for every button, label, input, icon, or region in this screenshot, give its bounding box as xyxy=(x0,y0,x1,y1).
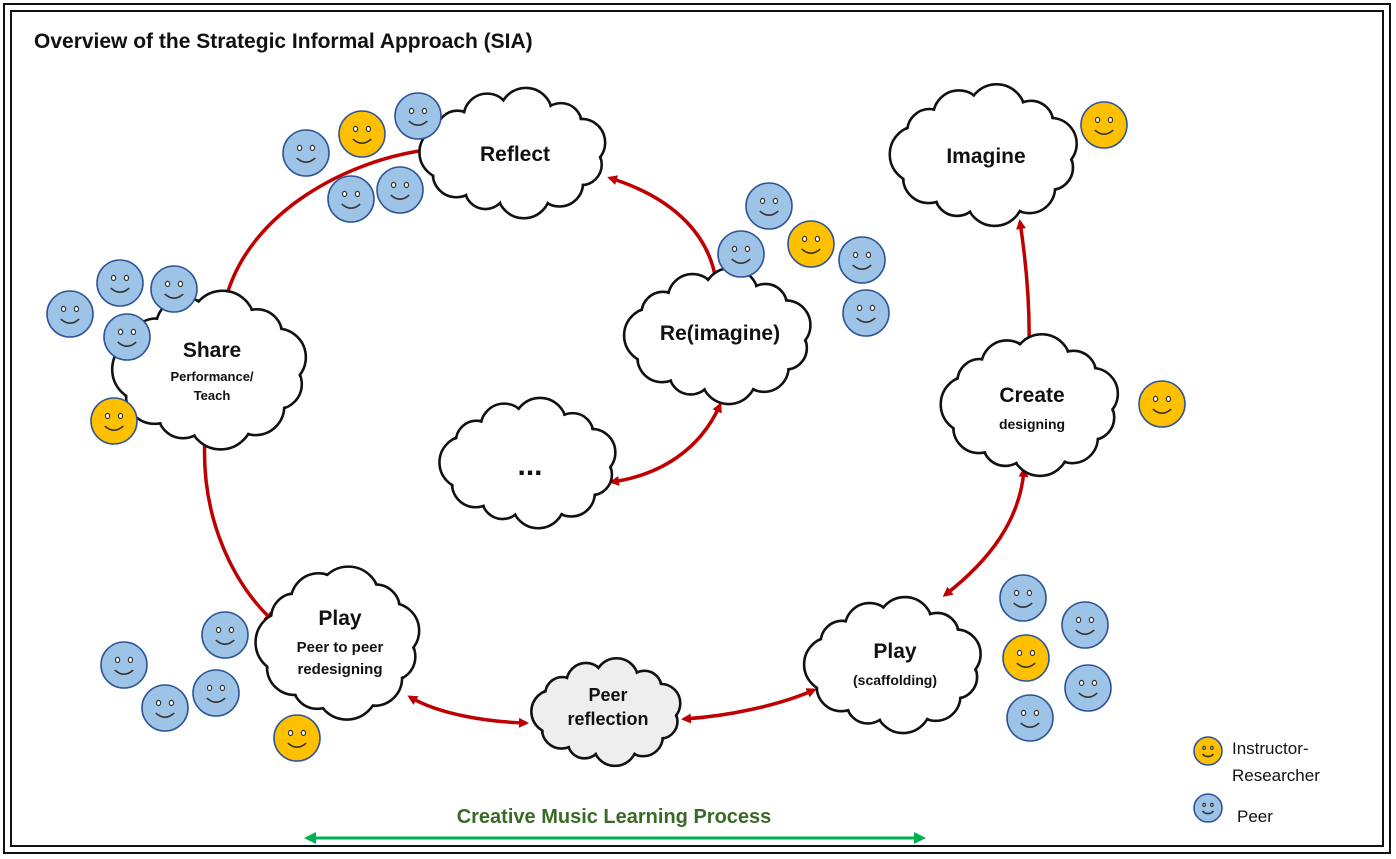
legend-peer: Peer xyxy=(1237,807,1273,826)
peer-reflection-label: Peer xyxy=(588,685,627,705)
smiley-face-icon xyxy=(394,92,442,140)
process-label: Creative Music Learning Process xyxy=(457,806,772,828)
create-sub1: designing xyxy=(999,416,1065,432)
legend-instructor-line1: Instructor- xyxy=(1232,739,1309,758)
smiley-face-icon xyxy=(282,129,330,177)
arrow-reimagine-ellipsis xyxy=(609,402,722,486)
smiley-face-icon xyxy=(1061,601,1109,649)
smiley-face-icon xyxy=(338,110,386,158)
outer-frame xyxy=(3,3,1391,854)
smiley-face-icon xyxy=(376,166,424,214)
smiley-face-icon xyxy=(201,611,249,659)
create-cloud xyxy=(939,332,1120,478)
imagine-cloud xyxy=(888,82,1078,228)
reflect-label: Reflect xyxy=(480,143,550,166)
arrow-share-play xyxy=(199,433,275,623)
smiley-face-icon xyxy=(1064,664,1112,712)
smiley-face-icon xyxy=(1193,793,1223,823)
peer-reflection-sub1: reflection xyxy=(567,709,648,729)
arrow-create-imagine xyxy=(1016,219,1035,348)
reimagine-label: Re(imagine) xyxy=(660,322,780,345)
flow-arrows xyxy=(199,145,1035,728)
ellipsis-label: ... xyxy=(517,449,542,482)
smiley-face-icon xyxy=(999,574,1047,622)
play-left-cloud xyxy=(254,565,421,721)
smiley-face-icon xyxy=(787,220,835,268)
reflect-cloud xyxy=(418,86,607,220)
smiley-face-icon xyxy=(46,290,94,338)
smiley-face-icon xyxy=(103,313,151,361)
legend: Instructor- Researcher Peer xyxy=(1232,739,1320,826)
share-sub2: Teach xyxy=(194,388,231,403)
smiley-face-icon xyxy=(192,669,240,717)
play-left-sub2: redesigning xyxy=(297,661,382,678)
smiley-face-icon xyxy=(327,175,375,223)
inner-frame xyxy=(10,10,1384,847)
arrow-reflect-reimagine xyxy=(607,175,720,284)
smiley-face-icon xyxy=(842,289,890,337)
smiley-face-icon xyxy=(150,265,198,313)
smiley-face-icon xyxy=(717,230,765,278)
create-label: Create xyxy=(999,384,1064,407)
process-line: Creative Music Learning Process xyxy=(304,806,926,844)
arrow-share-reflect xyxy=(223,145,429,301)
smiley-face-icon xyxy=(1080,101,1128,149)
smiley-face-icon xyxy=(141,684,189,732)
ellipsis-cloud xyxy=(438,396,617,530)
play-left-sub1: Peer to peer xyxy=(297,639,384,656)
arrow-playright-create xyxy=(942,467,1029,597)
faces xyxy=(46,92,1223,823)
smiley-face-icon xyxy=(1138,380,1186,428)
smiley-face-icon xyxy=(838,236,886,284)
smiley-face-icon xyxy=(745,182,793,230)
play-right-sub1: (scaffolding) xyxy=(853,672,937,688)
diagram-title: Overview of the Strategic Informal Appro… xyxy=(34,30,533,53)
share-cloud xyxy=(110,289,308,451)
legend-instructor-line2: Researcher xyxy=(1232,766,1320,785)
play-right-label: Play xyxy=(873,640,917,663)
peer-reflection-cloud xyxy=(530,656,682,768)
share-label: Share xyxy=(183,339,241,362)
smiley-face-icon xyxy=(1002,634,1050,682)
smiley-face-icon xyxy=(96,259,144,307)
imagine-label: Imagine xyxy=(946,145,1025,168)
arrow-play-peerreflection xyxy=(407,695,529,728)
smiley-face-icon xyxy=(90,397,138,445)
arrow-peerreflection-playright xyxy=(681,688,817,724)
clouds xyxy=(110,82,1120,768)
play-right-cloud xyxy=(802,595,982,735)
reimagine-cloud xyxy=(622,266,812,406)
cloud-labels: Reflect Share Performance/ Teach Re(imag… xyxy=(170,143,1065,729)
smiley-face-icon xyxy=(1006,694,1054,742)
smiley-face-icon xyxy=(1193,736,1223,766)
share-sub1: Performance/ xyxy=(170,369,253,384)
play-left-label: Play xyxy=(318,607,362,630)
smiley-face-icon xyxy=(100,641,148,689)
smiley-face-icon xyxy=(273,714,321,762)
